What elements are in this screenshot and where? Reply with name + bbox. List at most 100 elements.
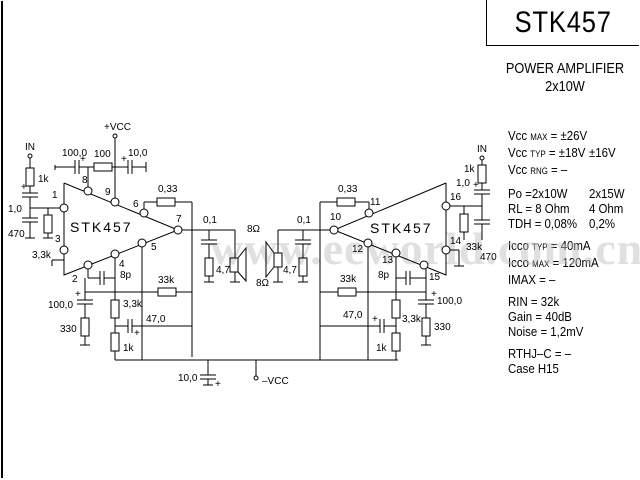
pin-6-label: 6 bbox=[133, 199, 139, 210]
spec-vcc-rng: Vcc RNG = – bbox=[508, 162, 568, 177]
pin-5 bbox=[137, 238, 147, 248]
spec-rthj: RTHJ–C = – bbox=[508, 346, 572, 361]
left-input-label: IN bbox=[25, 142, 35, 153]
pin-10 bbox=[329, 225, 339, 235]
right-input-label: IN bbox=[477, 144, 487, 155]
svg-text:0,33: 0,33 bbox=[158, 184, 178, 195]
svg-text:8p: 8p bbox=[378, 270, 390, 281]
pin-14 bbox=[441, 245, 451, 255]
svg-text:+: + bbox=[80, 154, 86, 165]
svg-text:470: 470 bbox=[8, 229, 25, 240]
pin-4-label: 4 bbox=[119, 259, 125, 270]
svg-text:33k: 33k bbox=[466, 242, 483, 253]
pin-16-label: 16 bbox=[450, 192, 462, 203]
svg-text:1,0: 1,0 bbox=[8, 204, 22, 215]
svg-text:100,0: 100,0 bbox=[62, 148, 87, 159]
spec-noise: Noise = 1,2mV bbox=[508, 324, 584, 339]
svg-text:100: 100 bbox=[94, 149, 111, 160]
pin-12-label: 12 bbox=[352, 244, 364, 255]
right-speaker bbox=[273, 252, 283, 268]
svg-text:+: + bbox=[134, 328, 140, 339]
svg-text:100,0: 100,0 bbox=[48, 300, 73, 311]
pin-5-label: 5 bbox=[151, 242, 157, 253]
svg-text:10,0: 10,0 bbox=[128, 148, 148, 159]
svg-text:47,0: 47,0 bbox=[146, 314, 166, 325]
svg-text:0,1: 0,1 bbox=[297, 215, 311, 226]
svg-text:330: 330 bbox=[60, 324, 77, 335]
svg-text:3,3k: 3,3k bbox=[32, 250, 52, 261]
pin-8-label: 8 bbox=[82, 175, 88, 186]
svg-text:8Ω: 8Ω bbox=[256, 278, 270, 289]
pin-1 bbox=[59, 203, 69, 213]
svg-text:330: 330 bbox=[434, 322, 451, 333]
pin-15 bbox=[419, 260, 429, 270]
pin-7-label: 7 bbox=[176, 214, 182, 225]
svg-text:1,0: 1,0 bbox=[456, 178, 470, 189]
spec-rin: RIN = 32k bbox=[508, 294, 560, 309]
svg-text:+: + bbox=[372, 314, 378, 325]
svg-text:3,3k: 3,3k bbox=[123, 299, 143, 310]
pin-13-label: 13 bbox=[382, 255, 394, 266]
pin-2 bbox=[83, 260, 93, 270]
pin-11-label: 11 bbox=[370, 197, 381, 208]
spec-imax: IMAX = – bbox=[508, 272, 556, 287]
spec-gain: Gain = 40dB bbox=[508, 309, 572, 324]
svg-text:1k: 1k bbox=[376, 343, 388, 354]
spec-tdh: TDH = 0,08%0,2% bbox=[508, 216, 616, 231]
pin-8 bbox=[83, 186, 93, 196]
right-chip-label: STK457 bbox=[370, 220, 433, 236]
spec-vcc-max: Vcc MAX = ±26V bbox=[508, 128, 588, 143]
spec-vcc-typ: Vcc TYP = ±18V±16V bbox=[508, 145, 616, 160]
svg-text:8p: 8p bbox=[120, 270, 132, 281]
svg-text:1k: 1k bbox=[38, 174, 50, 185]
pin-9-label: 9 bbox=[105, 187, 111, 198]
left-chip-label: STK457 bbox=[70, 219, 133, 235]
svg-text:+: + bbox=[431, 289, 437, 300]
left-speaker bbox=[229, 257, 239, 273]
svg-text:10,0: 10,0 bbox=[178, 373, 198, 384]
pin-13 bbox=[391, 248, 401, 258]
pin-12 bbox=[363, 238, 373, 248]
pin-10-label: 10 bbox=[330, 212, 342, 223]
spec-icco-max: Icco MAX = 120mA bbox=[508, 255, 599, 270]
svg-text:470: 470 bbox=[480, 252, 497, 263]
svg-text:47,0: 47,0 bbox=[343, 310, 363, 321]
spec-case: Case H15 bbox=[508, 361, 559, 376]
pin-16 bbox=[441, 201, 451, 211]
pin-3 bbox=[59, 245, 69, 255]
right-pins bbox=[329, 201, 451, 270]
svg-text:0,1: 0,1 bbox=[203, 215, 217, 226]
svg-text:3,3k: 3,3k bbox=[402, 314, 422, 325]
supply-neg-label: –VCC bbox=[262, 376, 289, 387]
right-chip-outline bbox=[332, 182, 447, 276]
pin-1-label: 1 bbox=[52, 190, 58, 201]
svg-text:+: + bbox=[473, 180, 479, 191]
svg-text:8Ω: 8Ω bbox=[247, 224, 261, 235]
pin-14-label: 14 bbox=[450, 236, 462, 247]
svg-text:4,7: 4,7 bbox=[216, 265, 230, 276]
svg-text:100,0: 100,0 bbox=[437, 296, 462, 307]
pin-9 bbox=[110, 197, 120, 207]
subtitle-line2: 2x10W bbox=[545, 78, 585, 95]
pin-6 bbox=[139, 208, 149, 218]
svg-text:+: + bbox=[121, 154, 127, 165]
subtitle-line1: POWER AMPLIFIER bbox=[505, 60, 625, 77]
svg-text:1k: 1k bbox=[123, 343, 135, 354]
svg-text:+: + bbox=[21, 182, 27, 193]
right-amplifier-chip: STK457 bbox=[332, 182, 447, 276]
svg-text:1k: 1k bbox=[464, 164, 476, 175]
svg-text:4,7: 4,7 bbox=[283, 265, 297, 276]
svg-text:+: + bbox=[215, 379, 221, 390]
svg-text:33k: 33k bbox=[340, 274, 357, 285]
part-number: STK457 bbox=[514, 5, 612, 39]
svg-text:33k: 33k bbox=[158, 275, 175, 286]
subtitle: POWER AMPLIFIER 2x10W bbox=[501, 60, 629, 96]
supply-pos-label: +VCC bbox=[104, 122, 131, 133]
svg-text:0,33: 0,33 bbox=[338, 184, 358, 195]
pin-15-label: 15 bbox=[429, 272, 441, 283]
title-block: STK457 bbox=[486, 0, 639, 46]
